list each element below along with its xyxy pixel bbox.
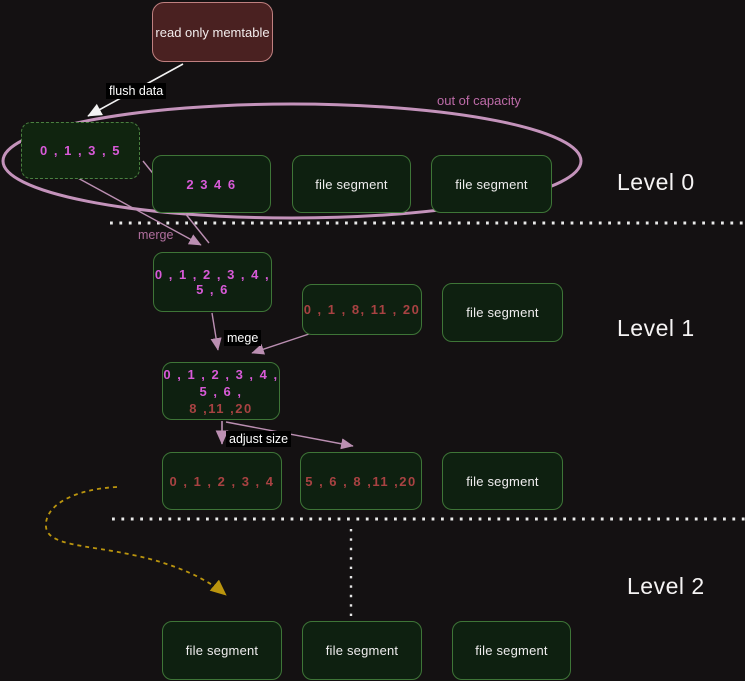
level2-file-segment-2: file segment [302, 621, 422, 680]
file-segment-label: file segment [315, 176, 388, 192]
segment-values: 5 , 6 , 8 ,11 ,20 [305, 473, 417, 489]
file-segment-label: file segment [475, 643, 548, 658]
level1-resized-segment-2: 5 , 6 , 8 ,11 ,20 [300, 452, 422, 510]
level2-file-segment-1: file segment [162, 621, 282, 680]
file-segment-label: file segment [466, 473, 539, 489]
level0-file-segment-2: file segment [431, 155, 552, 213]
level1-title: Level 1 [617, 315, 695, 341]
compact-to-level2-arrow [45, 486, 227, 596]
mege-arrow-from-right [251, 333, 310, 355]
level1-file-segment-2: file segment [442, 452, 563, 510]
segment-values: 0 , 1 , 8, 11 , 20 [303, 302, 421, 317]
level1-file-segment: file segment [442, 283, 563, 342]
level0-title: Level 0 [617, 169, 695, 195]
level1-merged-segment-node: 0 , 1 , 2 , 3 , 4 , 5 , 6 [153, 252, 272, 312]
level0-new-segment-node: 0 , 1 , 3 , 5 [21, 122, 140, 179]
flush-data-label: flush data [106, 83, 167, 99]
merge-label: merge [138, 228, 174, 242]
file-segment-label: file segment [455, 176, 528, 192]
out-of-capacity-label: out of capacity [437, 93, 521, 108]
level2-title: Level 2 [627, 573, 705, 599]
merge-arrow-from-dashed [75, 176, 202, 246]
level1-merged2-segment-node: 0 , 1 , 2 , 3 , 4 , 5 , 6 , 8 ,11 ,20 [162, 362, 280, 420]
segment-values-line1: 0 , 1 , 2 , 3 , 4 , 5 , 6 , [163, 366, 279, 399]
level0-file-segment-1: file segment [292, 155, 411, 213]
segment-values-line2: 8 ,11 ,20 [189, 400, 253, 416]
segment-values: 0 , 1 , 2 , 3 , 4 , 5 , 6 [154, 267, 271, 297]
mege-label: mege [224, 330, 262, 346]
level1-segment-node: 0 , 1 , 8, 11 , 20 [302, 284, 422, 335]
level1-resized-segment-1: 0 , 1 , 2 , 3 , 4 [162, 452, 282, 510]
segment-values: 0 , 1 , 2 , 3 , 4 [169, 473, 275, 489]
adjust-size-label: adjust size [226, 431, 292, 447]
segment-values: 2 3 4 6 [186, 176, 237, 192]
file-segment-label: file segment [325, 643, 399, 658]
capacity-ellipse [1, 102, 583, 220]
file-segment-label: file segment [185, 643, 259, 658]
level2-file-segment-3: file segment [452, 621, 571, 680]
read-only-memtable-node: read only memtable [152, 2, 273, 62]
mege-arrow-vertical [210, 312, 222, 351]
memtable-label: read only memtable [155, 24, 270, 40]
segment-values: 0 , 1 , 3 , 5 [40, 143, 121, 158]
file-segment-label: file segment [466, 305, 539, 320]
level0-segment-2346-node: 2 3 4 6 [152, 155, 271, 213]
